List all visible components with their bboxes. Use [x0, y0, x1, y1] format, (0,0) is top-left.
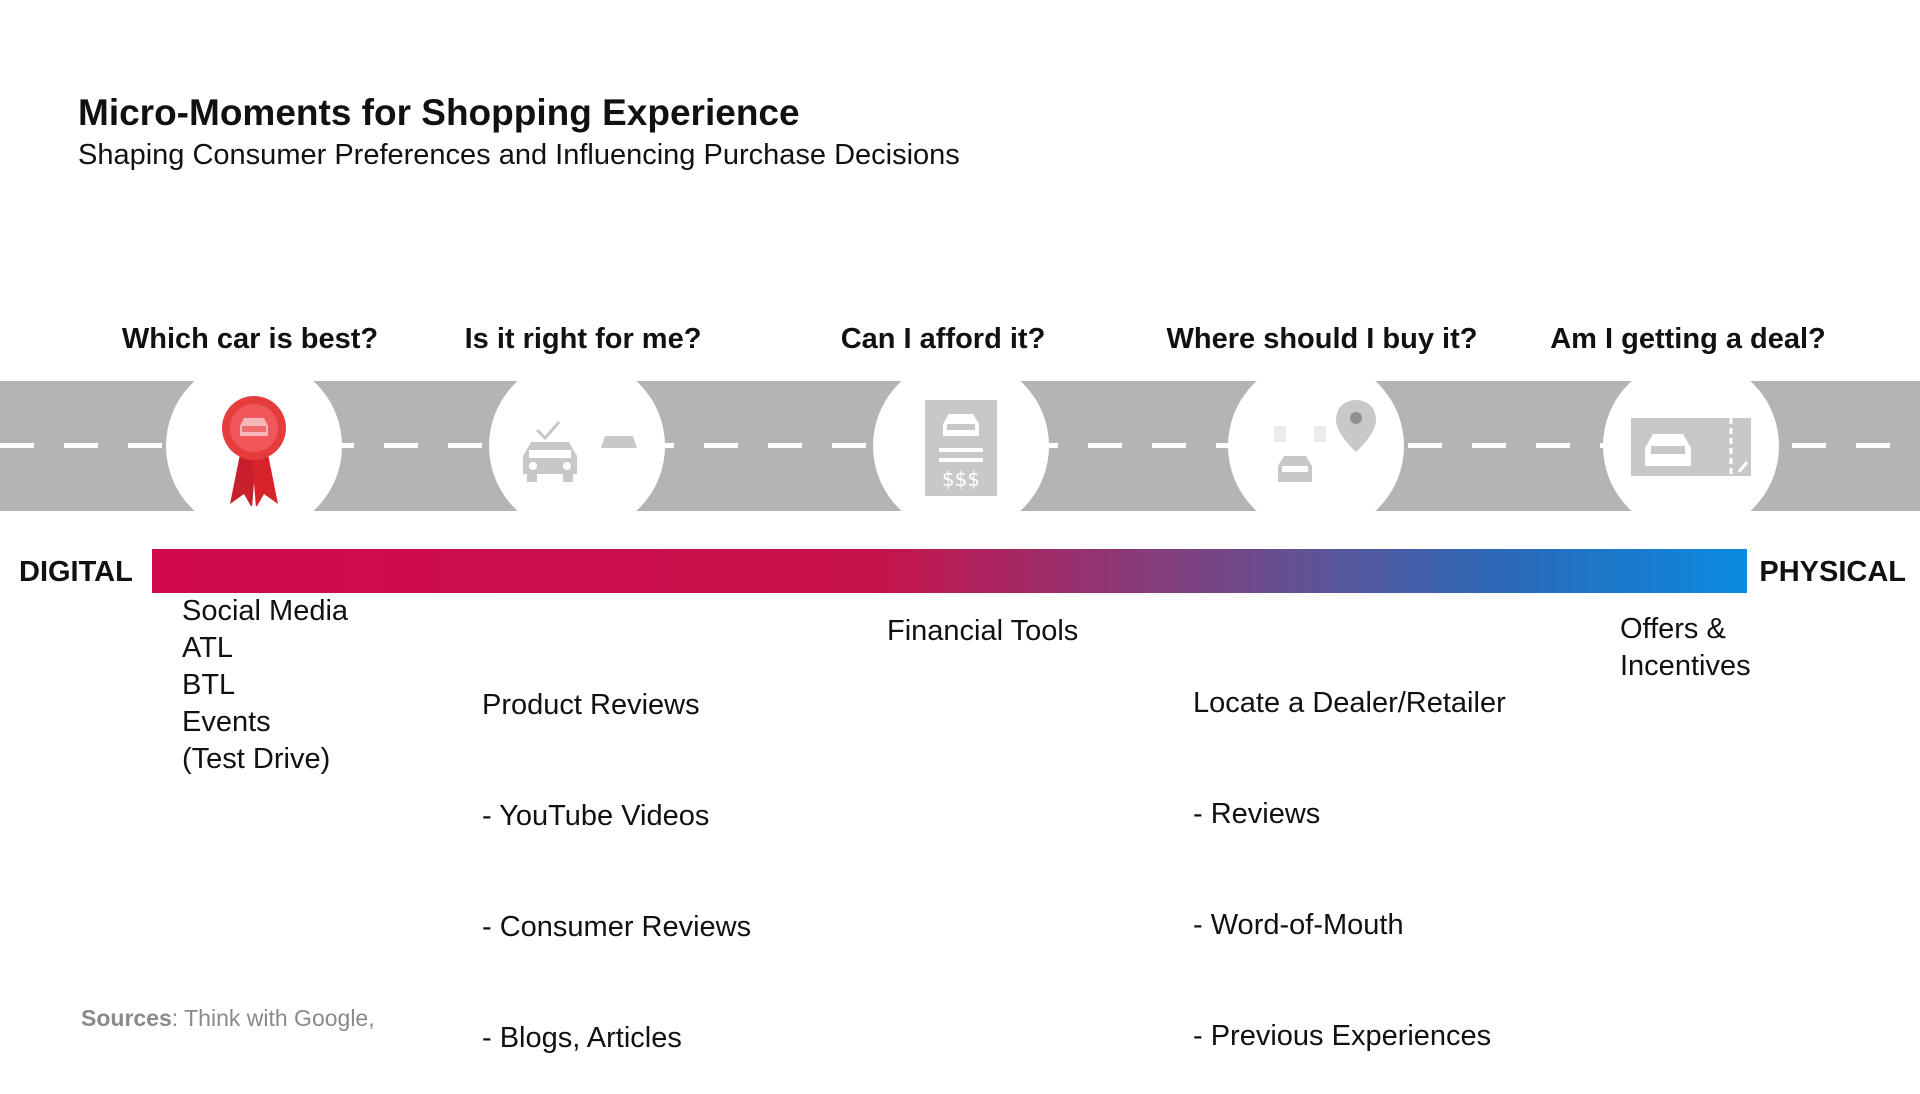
page-subtitle: Shaping Consumer Preferences and Influen…	[78, 139, 960, 171]
touchpoint-item: Product Reviews	[482, 689, 700, 721]
sources-note: Sources: Think with Google,	[81, 1005, 375, 1032]
touchpoint-item: Locate a Dealer/Retailer	[1193, 687, 1506, 719]
touchpoint-item: - Previous Experiences	[1193, 1020, 1492, 1052]
moment-node-3: $$$	[873, 381, 1049, 511]
touchpoint-item: - Reviews	[1193, 798, 1321, 830]
touchpoint-list-5: Offers & Incentives	[1620, 611, 1751, 685]
road-dash	[1792, 443, 1826, 448]
moment-node-5	[1603, 381, 1779, 511]
svg-text:$$$: $$$	[942, 467, 980, 491]
touchpoint-item: Offers &	[1620, 613, 1726, 645]
road-dash	[448, 443, 482, 448]
touchpoint-item: - Word-of-Mouth	[1193, 909, 1404, 941]
road-dash	[768, 443, 802, 448]
road-dash	[1856, 443, 1890, 448]
touchpoint-list-3: Financial Tools	[887, 613, 1078, 650]
digital-physical-gradient-bar	[152, 549, 1747, 593]
question-3: Can I afford it?	[840, 323, 1046, 355]
page-title: Micro-Moments for Shopping Experience	[78, 92, 800, 133]
touchpoint-item: - Consumer Reviews	[482, 911, 752, 943]
map-pin-car-icon	[1274, 400, 1376, 482]
road-dash	[64, 443, 98, 448]
physical-label: PHYSICAL	[1759, 556, 1906, 588]
question-1: Which car is best?	[121, 323, 379, 355]
question-2: Is it right for me?	[464, 323, 702, 355]
road-dash	[384, 443, 418, 448]
car-checkmark-icon	[523, 421, 637, 482]
road-dash	[1152, 443, 1186, 448]
road-dash	[1472, 443, 1506, 448]
road-dash	[1408, 443, 1442, 448]
touchpoint-item: Social Media	[182, 595, 349, 627]
touchpoint-list-1: Social Media ATL BTL Events (Test Drive)	[182, 593, 348, 778]
touchpoint-item: Incentives	[1620, 650, 1751, 682]
touchpoint-item: ATL	[182, 632, 234, 664]
road-dash	[704, 443, 738, 448]
touchpoint-item: - YouTube Videos	[482, 800, 710, 832]
moment-node-4	[1228, 381, 1404, 511]
moment-node-2	[489, 381, 665, 511]
digital-label: DIGITAL	[19, 556, 133, 588]
road-dash	[128, 443, 162, 448]
touchpoint-list-4: Locate a Dealer/Retailer - Reviews - Wor…	[1193, 611, 1506, 1092]
award-ribbon-car-icon	[222, 396, 286, 506]
touchpoint-item: Financial Tools	[887, 615, 1079, 647]
sources-text: : Think with Google,	[171, 1005, 375, 1031]
moment-node-1	[166, 381, 342, 511]
touchpoint-item: BTL	[182, 669, 236, 701]
touchpoint-item: - Blogs, Articles	[482, 1022, 682, 1054]
road-dash	[832, 443, 866, 448]
road-dash	[1088, 443, 1122, 448]
sources-label: Sources	[81, 1005, 172, 1031]
touchpoint-list-2: Product Reviews - YouTube Videos - Consu…	[482, 613, 751, 1094]
touchpoint-item: (Test Drive)	[182, 743, 331, 775]
road-dash	[1536, 443, 1570, 448]
road-dash	[0, 443, 34, 448]
touchpoint-item: Events	[182, 706, 271, 738]
price-tag-car-icon: $$$	[925, 400, 997, 496]
car-coupon-icon	[1631, 418, 1751, 476]
question-4: Where should I buy it?	[1166, 323, 1478, 355]
question-5: Am I getting a deal?	[1550, 323, 1826, 355]
